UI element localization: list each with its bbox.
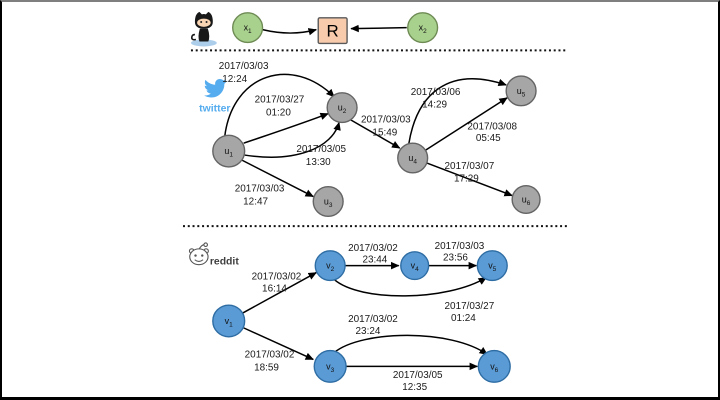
node-v3-label: v3 — [326, 361, 334, 373]
edge-timestamp-date: 2017/03/02 — [245, 350, 295, 361]
edge-timestamp-date: 2017/03/03 — [361, 115, 411, 126]
edge-timestamp-date: 2017/03/27 — [445, 301, 495, 312]
edge-timestamp-date: 2017/03/03 — [435, 241, 485, 252]
edge-u1-u2-straight — [243, 112, 329, 144]
node-u1-label: u1 — [224, 146, 233, 158]
edge-timestamp-time: 15:49 — [372, 127, 397, 138]
reddit-snoo-icon — [188, 242, 209, 266]
node-v6-label: v6 — [490, 361, 498, 373]
edge-timestamp-date: 2017/03/05 — [296, 144, 346, 155]
node-v5-label: v5 — [488, 261, 496, 273]
edge-timestamp-date: 2017/03/03 — [235, 184, 285, 195]
twitter-bird-icon — [203, 79, 227, 98]
reddit-section: reddit 2017/03/02 16:14 2017/03/02 18:59… — [188, 241, 511, 393]
edge-timestamp-time: 12:35 — [402, 382, 427, 393]
node-v2-label: v2 — [326, 261, 334, 273]
edge-timestamp-date: 2017/03/05 — [393, 370, 443, 381]
edge-u4-u5-arc — [407, 78, 507, 145]
edge-timestamp-time: 12:47 — [243, 196, 268, 207]
edge-u1-u2-arc-bottom — [244, 121, 341, 158]
edge-timestamp-time: 18:59 — [254, 362, 279, 373]
node-u5-label: u5 — [517, 86, 526, 98]
edge-v1-v2 — [242, 271, 317, 314]
node-x2-label: x2 — [419, 23, 427, 35]
edge-timestamp-time: 17:29 — [454, 174, 479, 185]
edge-u4-u6 — [426, 162, 513, 197]
reddit-wordmark: reddit — [210, 257, 240, 268]
github-section: x1 R x2 — [190, 11, 439, 47]
edge-timestamp-date: 2017/03/02 — [252, 272, 302, 283]
node-v2 — [314, 250, 346, 282]
edge-timestamp-date: 2017/03/03 — [219, 61, 269, 72]
edge-timestamp-date: 2017/03/08 — [467, 121, 517, 132]
relation-box-label: R — [327, 22, 339, 41]
edge-timestamp-time: 23:44 — [362, 255, 387, 266]
edge-timestamp-time: 14:29 — [422, 100, 447, 111]
edge-timestamp-time: 13:30 — [306, 157, 331, 168]
node-u6-label: u6 — [522, 194, 531, 206]
edge-v3-v6-arc — [333, 334, 488, 356]
node-u2 — [326, 92, 358, 124]
node-u4-label: u4 — [408, 153, 417, 165]
edge-timestamp-time: 12:24 — [222, 74, 247, 85]
node-v6 — [477, 349, 511, 383]
edge-timestamp-date: 2017/03/07 — [445, 161, 495, 172]
node-u6 — [511, 184, 541, 215]
node-u2-label: u2 — [338, 103, 347, 115]
edge-x2-R — [350, 24, 407, 33]
node-v5 — [476, 250, 508, 282]
node-x1-label: x1 — [244, 23, 252, 35]
edge-u2-u4 — [349, 118, 401, 149]
edge-v1-v3 — [243, 327, 314, 361]
edge-timestamp-date: 2017/03/06 — [411, 87, 461, 98]
node-u4 — [397, 142, 429, 174]
edge-v2-v5-arc — [333, 276, 487, 297]
relation-box — [317, 17, 348, 45]
node-u3-label: u3 — [324, 196, 333, 208]
edge-x1-R — [262, 28, 317, 36]
node-v1 — [212, 304, 246, 338]
node-u5 — [505, 75, 537, 107]
node-u1 — [212, 134, 246, 168]
edge-timestamp-date: 2017/03/27 — [255, 95, 305, 106]
edge-timestamp-time: 16:14 — [262, 283, 287, 294]
edge-timestamp-time: 01:24 — [451, 313, 476, 324]
node-v4 — [400, 251, 430, 281]
edge-u1-u2-arc-top — [224, 73, 335, 137]
edge-timestamp-time: 23:56 — [443, 253, 468, 264]
edge-u4-u5-straight — [425, 97, 508, 151]
node-v4-label: v4 — [411, 261, 419, 273]
node-x1 — [232, 12, 264, 44]
edge-u1-u3 — [241, 159, 314, 198]
edge-timestamp-time: 05:45 — [476, 133, 501, 144]
node-u3 — [312, 185, 344, 217]
edge-timestamp-time: 23:24 — [356, 326, 381, 337]
edge-timestamp-date: 2017/03/02 — [348, 314, 398, 325]
node-x2 — [407, 12, 439, 44]
edge-timestamp-date: 2017/03/02 — [348, 243, 398, 254]
twitter-section: twitter 2017/03/03 12:24 2017/03/27 01:2… — [199, 61, 541, 217]
node-v3 — [313, 349, 347, 383]
node-v1-label: v1 — [225, 316, 233, 328]
twitter-wordmark: twitter — [199, 104, 230, 115]
github-octocat-icon — [190, 11, 217, 47]
edge-timestamp-time: 01:20 — [266, 108, 291, 119]
